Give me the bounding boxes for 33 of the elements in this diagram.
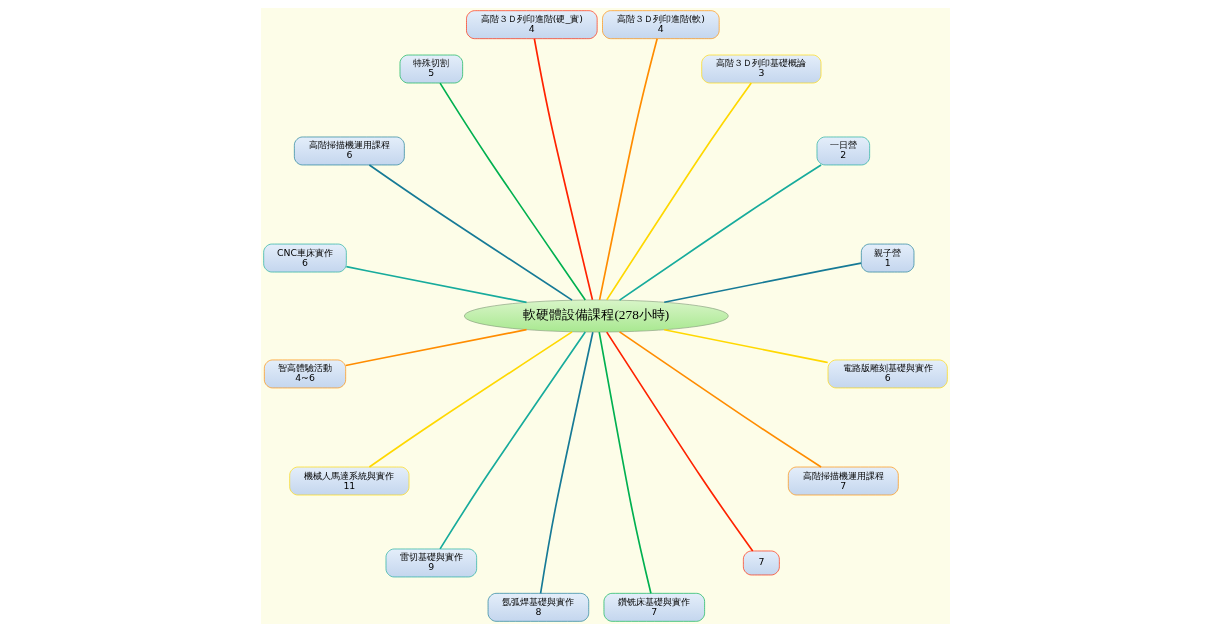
connector bbox=[345, 265, 527, 304]
node-box: 一日營 2 bbox=[816, 136, 870, 166]
node-box: CNC車床實作 6 bbox=[262, 243, 347, 273]
node-box: 鑽铣床基礎與實作 7 bbox=[603, 593, 705, 622]
node-box: 高階３Ｄ列印進階(硬_實) 4 bbox=[465, 10, 597, 39]
connector bbox=[605, 331, 754, 552]
connector bbox=[662, 262, 862, 304]
connector bbox=[368, 164, 573, 301]
node-box: 氬弧焊基礎與實作 8 bbox=[487, 593, 589, 622]
connector bbox=[438, 82, 586, 301]
connector bbox=[605, 82, 752, 301]
connector bbox=[368, 331, 573, 468]
connector bbox=[539, 331, 594, 595]
connector bbox=[438, 331, 586, 550]
node-box: 高階掃描機運用課程 6 bbox=[293, 136, 405, 166]
connector bbox=[618, 331, 822, 468]
node-ellipse: 軟硬體設備課程(278小時) bbox=[463, 299, 729, 333]
node-box: 雷切基礎與實作 9 bbox=[385, 548, 477, 578]
node-box: 機械人馬達系統與實作 11 bbox=[288, 466, 409, 496]
node-box: 高階掃描機運用課程 7 bbox=[787, 466, 899, 496]
node-box: 特殊切割 5 bbox=[399, 54, 463, 84]
connector bbox=[344, 328, 527, 367]
connector bbox=[533, 37, 593, 301]
connector bbox=[598, 37, 658, 301]
node-box: 7 bbox=[742, 550, 780, 576]
node-box: 親子營 1 bbox=[860, 243, 914, 273]
connector bbox=[618, 164, 822, 301]
connector bbox=[597, 331, 652, 595]
node-box: 高階３Ｄ列印基礎概論 3 bbox=[700, 54, 821, 84]
node-box: 智高體驗活動 4~6 bbox=[263, 359, 346, 389]
node-box: 高階３Ｄ列印進階(軟) 4 bbox=[601, 10, 719, 39]
node-box: 電路版雕刻基礎與實作 6 bbox=[827, 359, 948, 389]
connector bbox=[662, 328, 829, 364]
